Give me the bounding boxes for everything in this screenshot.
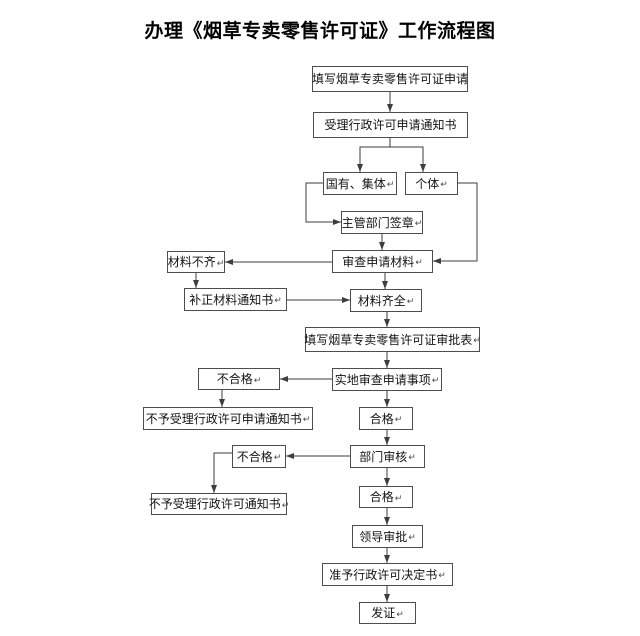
node-fill-application: 填写烟草专卖零售许可证申请	[312, 66, 468, 92]
node-label: 材料齐全	[357, 293, 406, 308]
node-label: 主管部门签章	[341, 215, 414, 230]
return-mark-icon: ↵	[394, 493, 403, 504]
return-mark-icon: ↵	[394, 415, 403, 425]
node-label: 审查申请材料	[342, 254, 415, 269]
node-dept-seal: 主管部门签章↵	[341, 211, 423, 234]
node-fail-1: 不合格↵	[198, 368, 280, 390]
node-fill-approval-form: 填写烟草专卖零售许可证审批表↵	[304, 327, 481, 352]
node-label: 填写烟草专卖零售许可证申请	[312, 72, 469, 86]
return-mark-icon: ↵	[396, 609, 404, 620]
node-label: 不予受理行政许可通知书	[148, 497, 281, 511]
node-label: 材料不齐	[167, 255, 216, 269]
node-label: 实地审查申请事项	[334, 372, 431, 387]
node-label: 不合格	[236, 449, 273, 464]
node-dept-review: 部门审核↵	[350, 445, 425, 468]
return-mark-icon: ↵	[273, 453, 282, 463]
node-grant-decision: 准予行政许可决定书↵	[322, 563, 453, 586]
node-materials-complete: 材料齐全↵	[350, 289, 422, 312]
node-pass-2: 合格↵	[359, 486, 413, 508]
node-accept-notice: 受理行政许可申请通知书	[313, 112, 468, 138]
node-label: 合格	[369, 411, 394, 426]
return-mark-icon: ↵	[302, 415, 311, 425]
node-label: 发证	[371, 606, 396, 620]
node-label: 不合格	[216, 372, 253, 386]
return-mark-icon: ↵	[415, 258, 423, 268]
return-mark-icon: ↵	[281, 500, 290, 511]
return-mark-icon: ↵	[414, 219, 423, 229]
edge-fail-2-to-reject-notice	[211, 452, 232, 493]
node-label: 填写烟草专卖零售许可证审批表	[304, 332, 473, 347]
return-mark-icon: ↵	[406, 297, 415, 307]
return-mark-icon: ↵	[386, 180, 395, 190]
return-mark-icon: ↵	[274, 296, 282, 306]
node-individual: 个体↵	[405, 172, 458, 195]
node-label: 国有、集体	[325, 176, 386, 191]
return-mark-icon: ↵	[431, 376, 440, 386]
node-reject-application-notice: 不予受理行政许可申请通知书↵	[143, 407, 313, 430]
edge-accept-notice-to-state-collective	[357, 138, 391, 172]
node-fail-2: 不合格↵	[232, 445, 286, 468]
return-mark-icon: ↵	[440, 180, 448, 190]
return-mark-icon: ↵	[408, 533, 416, 543]
node-supplement-notice: 补正材料通知书↵	[184, 288, 287, 311]
node-pass-1: 合格↵	[359, 407, 413, 430]
return-mark-icon: ↵	[253, 375, 262, 386]
node-label: 部门审核	[359, 449, 408, 464]
node-label: 不予受理行政许可申请通知书	[145, 411, 302, 426]
node-leader-approval: 领导审批↵	[352, 525, 423, 548]
node-issue-cert: 发证↵	[359, 602, 416, 624]
page-title: 办理《烟草专卖零售许可证》工作流程图	[144, 20, 496, 42]
node-onsite-review: 实地审查申请事项↵	[332, 368, 442, 391]
return-mark-icon: ↵	[216, 258, 225, 269]
node-label: 准予行政许可决定书	[329, 567, 438, 582]
return-mark-icon: ↵	[408, 453, 416, 463]
node-review-materials: 审查申请材料↵	[332, 250, 433, 273]
node-materials-incomplete: 材料不齐↵	[167, 251, 225, 273]
node-label: 补正材料通知书	[189, 292, 274, 307]
return-mark-icon: ↵	[473, 336, 481, 346]
node-state-collective: 国有、集体↵	[323, 172, 397, 195]
node-label: 领导审批	[359, 529, 408, 544]
node-reject-notice: 不予受理行政许可通知书↵	[148, 493, 290, 515]
node-label: 个体	[415, 176, 440, 191]
node-label: 合格	[369, 490, 394, 504]
node-label: 受理行政许可申请通知书	[324, 118, 457, 132]
return-mark-icon: ↵	[438, 571, 446, 581]
edge-accept-notice-to-individual	[389, 138, 426, 172]
